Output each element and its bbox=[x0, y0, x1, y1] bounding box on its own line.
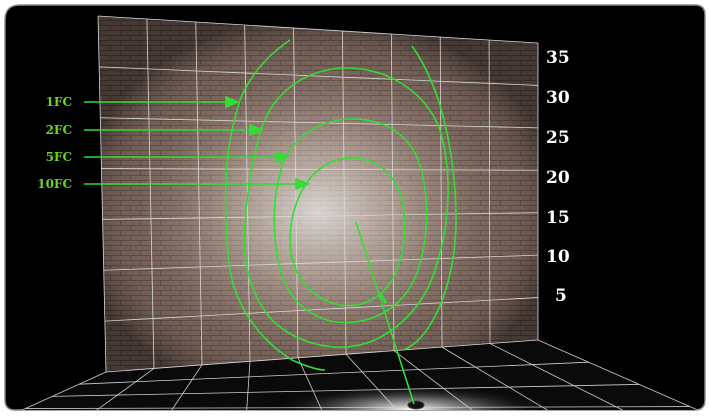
wall-grid-horizontal-line bbox=[100, 117, 539, 129]
wall-grid-horizontal-line bbox=[97, 15, 539, 44]
contour-1fc bbox=[224, 39, 457, 371]
wall-grid-horizontal-line bbox=[99, 66, 539, 86]
beam-aim-marker bbox=[379, 294, 388, 304]
floor-grid-line bbox=[537, 339, 701, 410]
wall-grid-vertical-line bbox=[195, 21, 203, 365]
scale-label-5: 5 bbox=[555, 286, 567, 306]
floor-grid-line bbox=[25, 406, 690, 409]
floor-grid-line bbox=[489, 343, 625, 410]
floor-grid-line bbox=[297, 357, 323, 410]
scale-label-10: 10 bbox=[546, 247, 570, 267]
wall-grid-horizontal-line bbox=[105, 339, 539, 373]
wall-grid-vertical-line bbox=[439, 36, 443, 348]
floor-grid-line bbox=[19, 371, 107, 410]
contour-label-1fc: 1FC bbox=[46, 95, 72, 109]
wall-grid-horizontal-line bbox=[104, 297, 539, 322]
floor-grid-line bbox=[95, 368, 155, 410]
light-fixture bbox=[407, 400, 425, 410]
floor-grid-line bbox=[345, 353, 399, 410]
wall-grid-vertical-line bbox=[390, 33, 395, 351]
floor-grid-line bbox=[393, 350, 474, 410]
wall-grid-horizontal-line bbox=[102, 212, 539, 220]
wall-grid-vertical-line bbox=[342, 30, 347, 355]
contour-label-2fc: 2FC bbox=[46, 123, 72, 137]
floor-grid-line bbox=[441, 346, 550, 410]
wall-light-glow bbox=[98, 16, 538, 372]
wall-grid-vertical-line bbox=[97, 15, 107, 373]
beam-line bbox=[355, 221, 415, 405]
contour-label-10fc: 10FC bbox=[37, 177, 72, 191]
scale-label-35: 35 bbox=[546, 48, 570, 68]
floor-grid-line bbox=[79, 361, 589, 385]
contour-2fc bbox=[243, 67, 449, 348]
contour-10fc bbox=[289, 157, 406, 307]
wall-grid-vertical-line bbox=[488, 39, 491, 344]
scale-label-15: 15 bbox=[546, 208, 570, 228]
height-scale: 35 30 25 20 15 10 5 bbox=[546, 48, 570, 306]
scale-label-20: 20 bbox=[546, 168, 570, 188]
wall-grid-vertical-line bbox=[146, 18, 155, 369]
floor-grid bbox=[19, 339, 701, 410]
contour-5fc bbox=[273, 118, 428, 324]
label-arrows bbox=[84, 95, 311, 191]
floor-grid-line bbox=[246, 361, 251, 410]
floor-grid-line bbox=[170, 364, 203, 410]
scale-label-25: 25 bbox=[546, 128, 570, 148]
floor-grid-line bbox=[52, 383, 640, 397]
contour-label-5fc: 5FC bbox=[46, 150, 72, 164]
scale-label-30: 30 bbox=[546, 88, 570, 108]
wall-grid-horizontal-line bbox=[103, 254, 539, 271]
